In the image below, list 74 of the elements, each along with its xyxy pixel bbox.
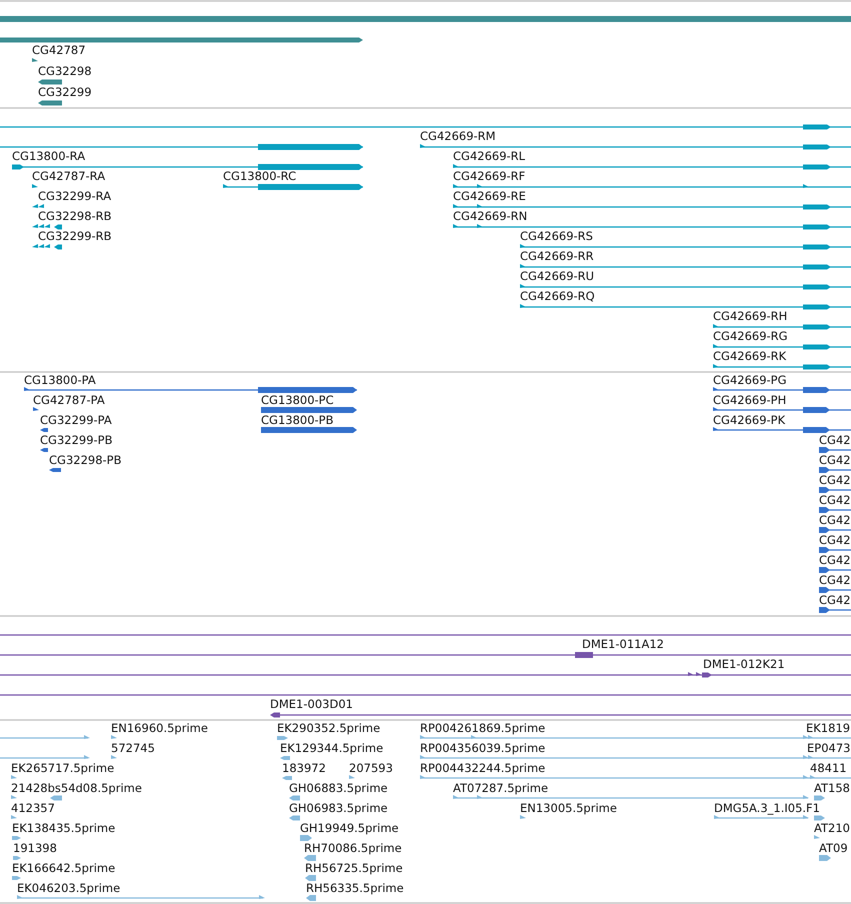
feature-name: RH56725.5prime bbox=[305, 862, 403, 875]
feature-name: CG42669-RE bbox=[453, 190, 526, 203]
feature-name: CG42 bbox=[819, 534, 851, 547]
feature-name: EN13005.5prime bbox=[520, 802, 617, 815]
feature-name: EN16960.5prime bbox=[111, 722, 208, 735]
feature-name: RP004356039.5prime bbox=[420, 742, 546, 755]
feature-name: CG13800-PB bbox=[261, 414, 334, 427]
feature-name: CG42787-RA bbox=[32, 170, 106, 183]
feature-name: CG42669-RK bbox=[713, 350, 786, 363]
feature-name: 21428bs54d08.5prime bbox=[11, 782, 142, 795]
feature-name: 183972 bbox=[282, 762, 326, 775]
feature-name: RH56335.5prime bbox=[306, 882, 404, 895]
feature-name: CG42669-PG bbox=[713, 374, 787, 387]
feature-name: DME1-011A12 bbox=[582, 638, 664, 651]
feature-name: CG32299-RA bbox=[38, 190, 112, 203]
feature-name: EK129344.5prime bbox=[280, 742, 384, 755]
feature-name: EK138435.5prime bbox=[12, 822, 116, 835]
feature-name: CG42669-RU bbox=[520, 270, 594, 283]
feature-name: CG13800-RA bbox=[12, 150, 86, 163]
feature-name: CG42669-RR bbox=[520, 250, 594, 263]
feature-name: CG42 bbox=[819, 574, 851, 587]
feature-name: CG42 bbox=[819, 494, 851, 507]
feature-name: 207593 bbox=[349, 762, 393, 775]
feature-name: GH19949.5prime bbox=[300, 822, 399, 835]
feature-name: CG42669-PK bbox=[713, 414, 786, 427]
feature-name: CG42669-RG bbox=[713, 330, 788, 343]
feature-name: AT210 bbox=[814, 822, 850, 835]
feature-name: CG42669-PH bbox=[713, 394, 786, 407]
feature-name: CG42 bbox=[819, 594, 851, 607]
feature-name: EK1819 bbox=[806, 722, 850, 735]
feature-name: RP004261869.5prime bbox=[420, 722, 546, 735]
feature-name: EP0473 bbox=[807, 742, 850, 755]
feature-name: RH70086.5prime bbox=[304, 842, 402, 855]
feature-name: CG42669-RN bbox=[453, 210, 528, 223]
feature-name: CG42 bbox=[819, 454, 851, 467]
feature-name: CG42669-RQ bbox=[520, 290, 595, 303]
feature-name: CG42 bbox=[819, 514, 851, 527]
feature-name: RP004432244.5prime bbox=[420, 762, 546, 775]
feature-name: AT07287.5prime bbox=[453, 782, 548, 795]
feature-name: GH06883.5prime bbox=[289, 782, 388, 795]
feature-name: CG42669-RH bbox=[713, 310, 788, 323]
feature-name: CG42 bbox=[819, 474, 851, 487]
feature-name: DME1-012K21 bbox=[703, 658, 785, 671]
feature-name: CG32299-PB bbox=[40, 434, 112, 447]
feature-name: EK290352.5prime bbox=[277, 722, 380, 735]
feature-name: 412357 bbox=[11, 802, 55, 815]
feature-name: CG13800-PC bbox=[261, 394, 334, 407]
feature-name: CG42787 bbox=[32, 44, 86, 57]
feature-name: CG13800-PA bbox=[24, 374, 96, 387]
feature-name: CG32298-PB bbox=[49, 454, 122, 467]
feature-name: CG42669-RM bbox=[420, 130, 496, 143]
feature-name: CG42669-RL bbox=[453, 150, 526, 163]
feature-name: CG32299-RB bbox=[38, 230, 112, 243]
feature-name: CG32298-RB bbox=[38, 210, 112, 223]
feature-name: AT09 bbox=[819, 842, 848, 855]
feature-name: 191398 bbox=[13, 842, 57, 855]
feature-name: CG32298 bbox=[38, 65, 92, 78]
feature-name: EK265717.5prime bbox=[11, 762, 114, 775]
feature-name: CG42 bbox=[819, 434, 851, 447]
feature-name: CG32299 bbox=[38, 86, 92, 99]
feature-name: DMG5A.3_1.I05.F1 bbox=[714, 802, 820, 815]
feature-name: 572745 bbox=[111, 742, 155, 755]
feature-name: CG42787-PA bbox=[33, 394, 105, 407]
feature-name: AT158 bbox=[814, 782, 850, 795]
feature-name: 48411 bbox=[810, 762, 847, 775]
feature-name: CG13800-RC bbox=[223, 170, 296, 183]
feature-name: CG32299-PA bbox=[40, 414, 112, 427]
feature-name: EK166642.5prime bbox=[12, 862, 116, 875]
feature-name: CG42669-RS bbox=[520, 230, 593, 243]
feature-name: EK046203.5prime bbox=[17, 882, 120, 895]
feature-name: CG42 bbox=[819, 554, 851, 567]
feature-name: DME1-003D01 bbox=[270, 698, 353, 711]
feature-name: CG42669-RF bbox=[453, 170, 526, 183]
feature-name: GH06983.5prime bbox=[289, 802, 388, 815]
